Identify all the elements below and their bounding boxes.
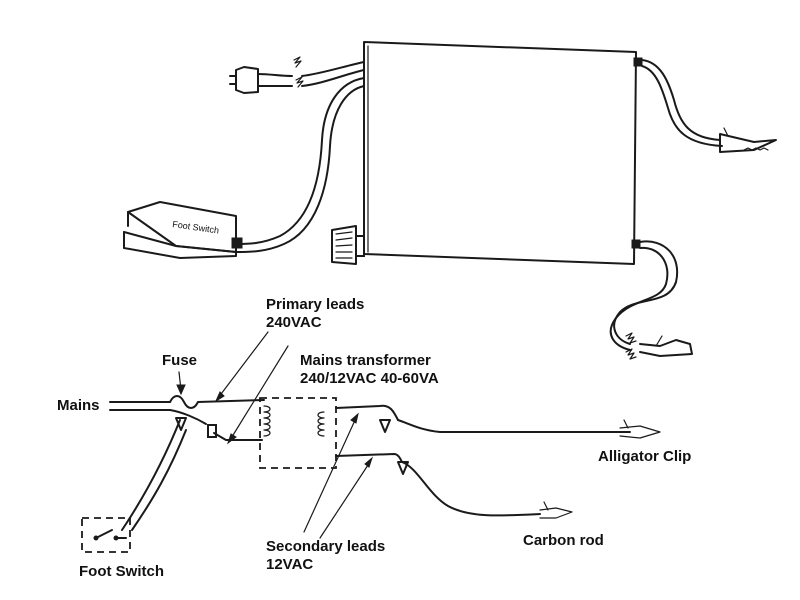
foot-switch-box: [81, 517, 131, 553]
fuse-holder-icon: [331, 225, 365, 265]
secondary-leads-pointers: [303, 412, 374, 539]
mains-label: Mains: [57, 397, 100, 414]
primary-leads-label-line2: 240VAC: [266, 314, 322, 331]
foot-switch-cable: [231, 77, 365, 253]
mains-plug: [229, 56, 365, 94]
secondary-leads-label: Secondary leads 12VAC: [266, 538, 385, 574]
primary-leads-label-line1: Primary leads: [266, 296, 365, 313]
foot-switch-label: Foot Switch: [79, 563, 164, 580]
transformer-box: [363, 41, 637, 265]
mains-transformer-label-line2: 240/12VAC 40-60VA: [300, 370, 439, 387]
fuse-label: Fuse: [162, 352, 198, 369]
primary-terminals: [207, 424, 263, 441]
secondary-leads-label-line2: 12VAC: [266, 556, 314, 573]
secondary-output: [335, 404, 661, 519]
output-lead-lower: [609, 239, 693, 360]
alligator-clip-label: Alligator Clip: [598, 448, 692, 465]
transformer-symbol: [259, 397, 337, 469]
output-lead-upper: [633, 57, 777, 153]
mains-input: [109, 395, 265, 431]
secondary-leads-label-line1: Secondary leads: [266, 538, 386, 555]
foot-switch-leads: [121, 419, 187, 531]
fuse-pointer: [176, 371, 186, 396]
foot-switch-pedal-icon: Foot Switch: [123, 201, 237, 259]
foot-switch-pedal-label: Foot Switch: [172, 219, 220, 235]
mains-transformer-label: Mains transformer 240/12VAC 40-60VA: [300, 352, 439, 388]
primary-leads-label: Primary leads 240VAC: [266, 296, 364, 332]
primary-leads-pointers: [214, 331, 289, 445]
carbon-rod-label: Carbon rod: [523, 532, 604, 549]
mains-transformer-label-line1: Mains transformer: [300, 352, 431, 369]
